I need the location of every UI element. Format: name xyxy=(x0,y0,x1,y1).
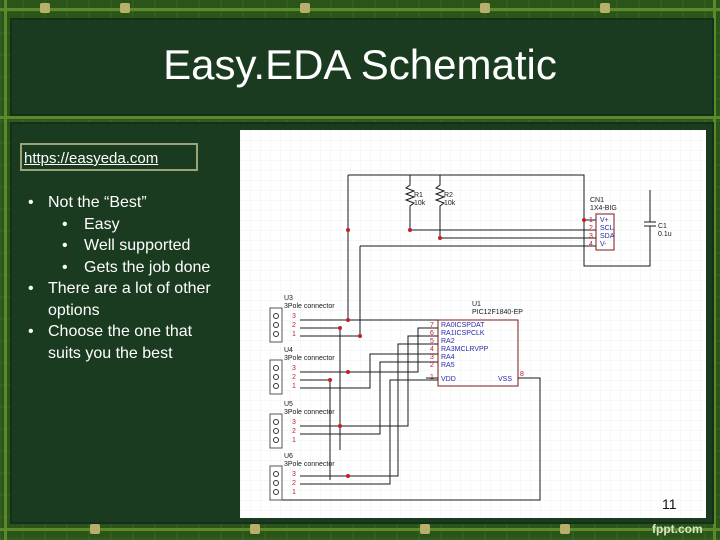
u1-vss: VSS xyxy=(498,376,512,383)
u3-value: 3Pole connector xyxy=(284,303,335,310)
r2-value: 10k xyxy=(444,200,456,207)
u3-pin-number: 3 xyxy=(292,313,296,320)
cn1-pin: SDA xyxy=(600,233,615,240)
cn1-pin: SCL xyxy=(600,225,614,232)
u4-ref: U4 xyxy=(284,347,293,354)
cn1-pin-number: 4 xyxy=(589,241,593,248)
u4-value: 3Pole connector xyxy=(284,355,335,362)
bullet-marker: • xyxy=(62,237,68,254)
bullet-marker: • xyxy=(62,258,68,276)
schematic-image: R1 10k R2 10k CN1 1X4-BIG V+ SCL SDA V- … xyxy=(240,130,706,518)
cn1-value: 1X4-BIG xyxy=(590,205,617,212)
u5-pin-number: 1 xyxy=(292,437,296,444)
u1-pin: RA2 xyxy=(441,338,455,345)
slide-title: Easy.EDA Schematic xyxy=(163,41,557,88)
bullet-text: Not the “Best” xyxy=(48,194,147,211)
u1-pin-number: 4 xyxy=(430,346,434,353)
u4-pin-number: 2 xyxy=(292,374,296,381)
cn1-pin-number: 1 xyxy=(589,217,593,224)
easyeda-link[interactable]: https://easyeda.com xyxy=(24,150,159,167)
bullet-text: Easy xyxy=(84,215,120,233)
u1-pin: RA4 xyxy=(441,354,455,361)
u1-pin-number: 3 xyxy=(430,354,434,361)
u3-pin-number: 1 xyxy=(292,331,296,338)
u1-pin-number: 5 xyxy=(430,338,434,345)
u1-pin: RA1ICSPCLK xyxy=(441,330,485,337)
c1-ref: C1 xyxy=(658,223,667,230)
bullet-text: Gets the job done xyxy=(84,258,211,276)
link-box xyxy=(20,143,198,171)
cn1-pin: V- xyxy=(600,241,607,248)
r2-ref: R2 xyxy=(444,192,453,199)
u5-pin-number: 3 xyxy=(292,419,296,426)
bullet-marker: • xyxy=(28,194,34,211)
cn1-ref: CN1 xyxy=(590,197,604,204)
r1-ref: R1 xyxy=(414,192,423,199)
c1-value: 0.1u xyxy=(658,231,672,238)
u6-pin-number: 1 xyxy=(292,489,296,496)
watermark: fppt.com xyxy=(652,522,703,536)
u6-ref: U6 xyxy=(284,453,293,460)
cn1-pin-number: 3 xyxy=(589,233,593,240)
u1-value: PIC12F1840-EP xyxy=(472,309,523,316)
u4-pin-number: 3 xyxy=(292,365,296,372)
u1-vdd-number: 1 xyxy=(430,374,434,381)
cn1-pin-number: 2 xyxy=(589,225,593,232)
bullet-text: Well supported xyxy=(84,237,191,254)
page-number: 11 xyxy=(662,496,677,512)
u6-value: 3Pole connector xyxy=(284,461,335,468)
bullet-marker: • xyxy=(28,323,34,340)
bullet-text: Choose the one that suits you the best xyxy=(48,323,193,362)
u1-pin: RA3MCLRVPP xyxy=(441,346,489,353)
schematic-drawing: R1 10k R2 10k CN1 1X4-BIG V+ SCL SDA V- … xyxy=(240,130,706,518)
u1-ref: U1 xyxy=(472,301,481,308)
u3-ref: U3 xyxy=(284,295,293,302)
u5-ref: U5 xyxy=(284,401,293,408)
u3-pin-number: 2 xyxy=(292,322,296,329)
u6-pin-number: 2 xyxy=(292,480,296,487)
u6-pin-number: 3 xyxy=(292,471,296,478)
bullet-marker: • xyxy=(62,215,68,233)
u1-vss-number: 8 xyxy=(520,371,524,378)
u5-value: 3Pole connector xyxy=(284,409,335,416)
bullet-text: There are a lot of other options xyxy=(48,280,211,319)
title-panel xyxy=(10,18,714,116)
u1-pin-number: 6 xyxy=(430,330,434,337)
u1-pin-number: 7 xyxy=(430,322,434,329)
u1-pin: RA0ICSPDAT xyxy=(441,322,485,329)
bullet-marker: • xyxy=(28,280,34,297)
u1-pin-number: 2 xyxy=(430,362,434,369)
u1-vdd: VDD xyxy=(441,376,456,383)
u1-pin: RA5 xyxy=(441,362,455,369)
cn1-pin: V+ xyxy=(600,217,609,224)
r1-value: 10k xyxy=(414,200,426,207)
u4-pin-number: 1 xyxy=(292,383,296,390)
u5-pin-number: 2 xyxy=(292,428,296,435)
